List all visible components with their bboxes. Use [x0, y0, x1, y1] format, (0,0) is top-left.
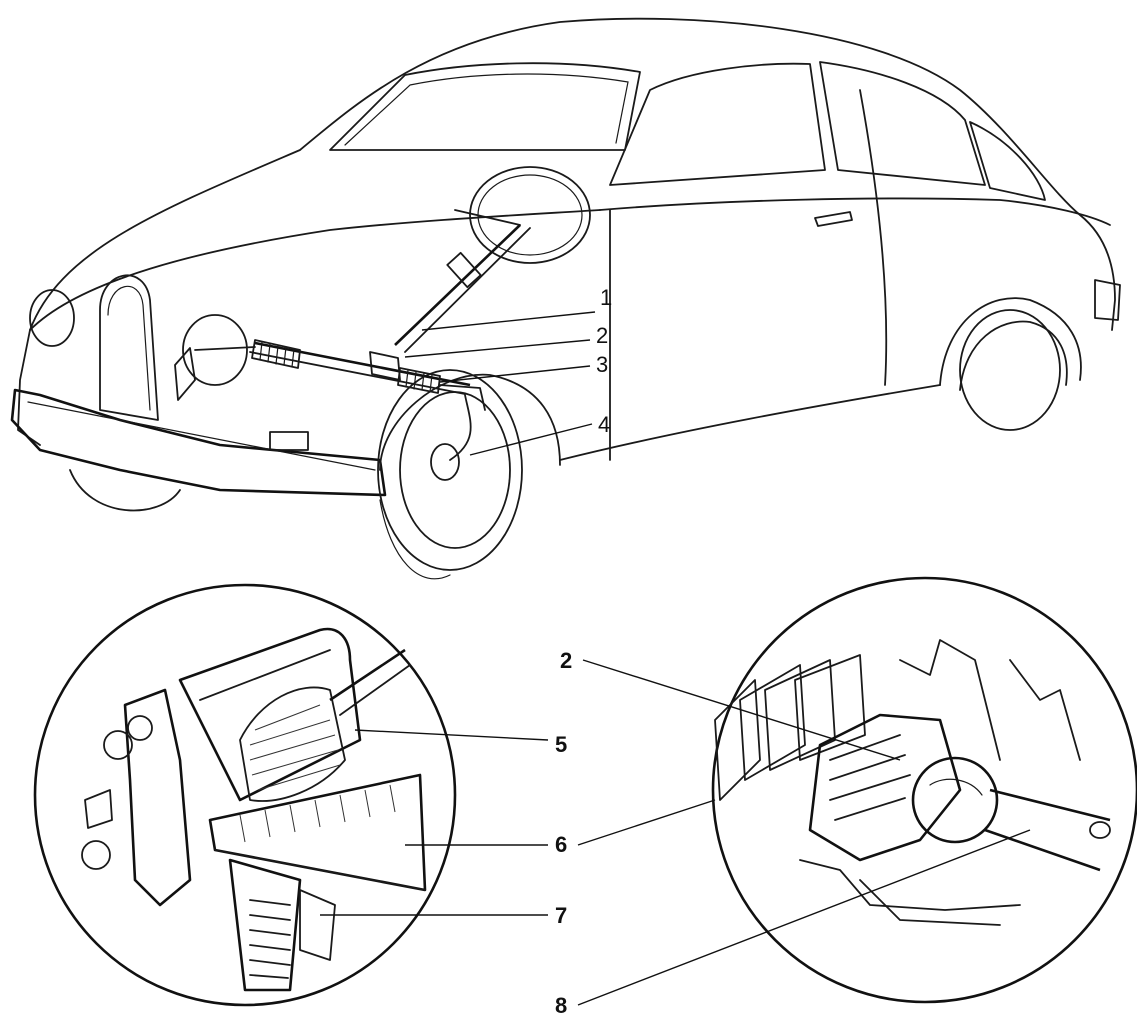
callout-1: 1 [600, 285, 612, 310]
main-callouts: 1 2 3 4 [404, 285, 612, 456]
callout-8: 8 [555, 993, 567, 1018]
detail-circle-rack-pinion [33, 583, 457, 1007]
callout-detail-2: 2 [560, 648, 572, 673]
callout-6: 6 [555, 832, 567, 857]
detail-circle-ball-joint [711, 576, 1137, 1004]
callout-3: 3 [596, 352, 608, 377]
callout-7: 7 [555, 903, 567, 928]
callout-5: 5 [555, 732, 567, 757]
callout-2: 2 [596, 323, 608, 348]
rack-boot-left [251, 339, 301, 369]
detail-callouts: 2 5 6 7 8 [320, 648, 1031, 1018]
callout-4: 4 [598, 412, 610, 437]
car-illustration [10, 17, 1121, 580]
